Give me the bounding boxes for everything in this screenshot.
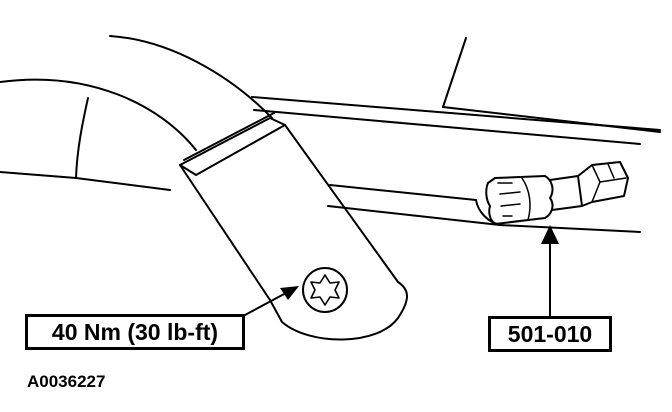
figure-id: A0036227 — [27, 372, 106, 391]
tool-leader — [541, 225, 559, 317]
bracket — [179, 112, 408, 341]
body-panel-lines — [0, 35, 661, 233]
special-tool-bit — [485, 161, 629, 225]
torx-bolt — [302, 267, 348, 313]
tool-number-label: 501-010 — [488, 316, 612, 352]
torque-spec-label: 40 Nm (30 lb-ft) — [25, 314, 245, 350]
torque-leader — [244, 286, 299, 316]
